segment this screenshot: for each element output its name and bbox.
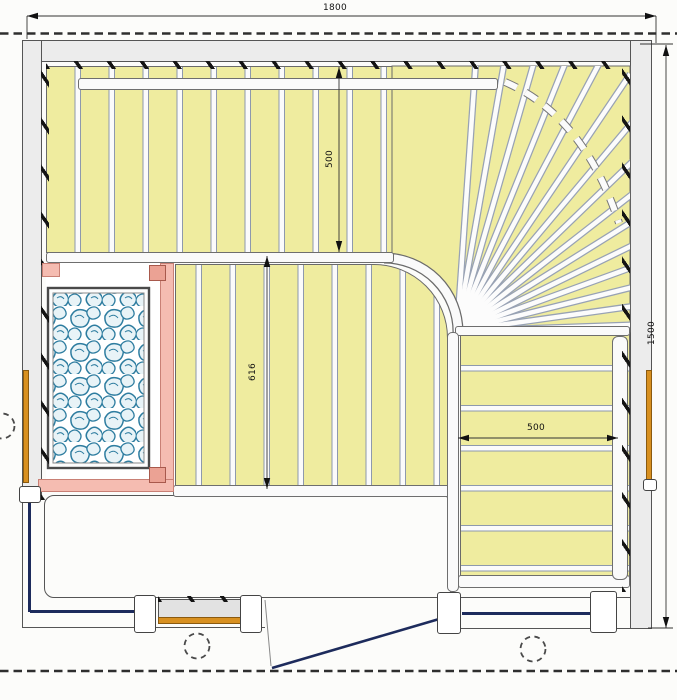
vent-symbols <box>0 412 547 663</box>
dim-label-overall-depth: 1500 <box>647 320 657 346</box>
glass-frame-left-outer <box>22 497 24 628</box>
heater-stones <box>52 292 145 464</box>
glass-wall-left <box>28 500 32 612</box>
upper-bench <box>46 66 400 253</box>
door-opening <box>264 599 447 670</box>
fan-dashed-arc <box>503 79 622 224</box>
dimension-arrows <box>27 12 670 628</box>
side-bench <box>460 334 630 578</box>
dim-label-side-bench-width: 500 <box>526 423 546 433</box>
vent-symbol-1 <box>183 632 211 660</box>
front-post-4 <box>590 591 617 633</box>
bench-divider-board <box>447 332 459 592</box>
trim-end-post-right <box>643 479 657 491</box>
front-post-3 <box>437 592 461 634</box>
wood-trim-left-wall <box>23 370 29 483</box>
heater-guard-rail-top-stub <box>42 263 60 277</box>
floor-edge-line <box>452 597 630 598</box>
door-swing-line <box>271 615 447 670</box>
front-post-1 <box>134 595 156 633</box>
glass-frame-bottom-right-outer <box>443 628 652 630</box>
glass-corner-post-left <box>19 486 41 503</box>
upper-bench-backrest-board <box>78 78 498 90</box>
heater <box>46 286 151 470</box>
lower-bench <box>175 264 448 492</box>
heater-guard-rail-bottom <box>38 479 174 492</box>
heater-guard-post-top <box>149 265 166 281</box>
corner-fan-bench <box>383 65 631 333</box>
glass-wall-bottom-left <box>30 610 140 614</box>
vent-symbol-2 <box>519 635 547 663</box>
corner-edge-board <box>383 253 463 333</box>
front-post-2 <box>240 595 262 633</box>
wall-ticks-top <box>46 61 629 69</box>
dim-label-upper-bench-depth: 500 <box>325 149 335 169</box>
wall-ticks-left <box>41 61 49 500</box>
dimension-lines <box>26 15 673 629</box>
wall-ticks-right <box>622 61 630 592</box>
front-wall-panel-ticks <box>158 596 242 602</box>
dim-label-overall-width: 1800 <box>322 3 348 13</box>
vent-symbol-3 <box>0 412 16 440</box>
heater-guard-post-bottom <box>149 467 166 483</box>
glass-wall-bottom-right <box>462 612 594 616</box>
door-frame-line <box>264 599 272 667</box>
dim-label-lower-bench-depth: 616 <box>248 362 258 382</box>
